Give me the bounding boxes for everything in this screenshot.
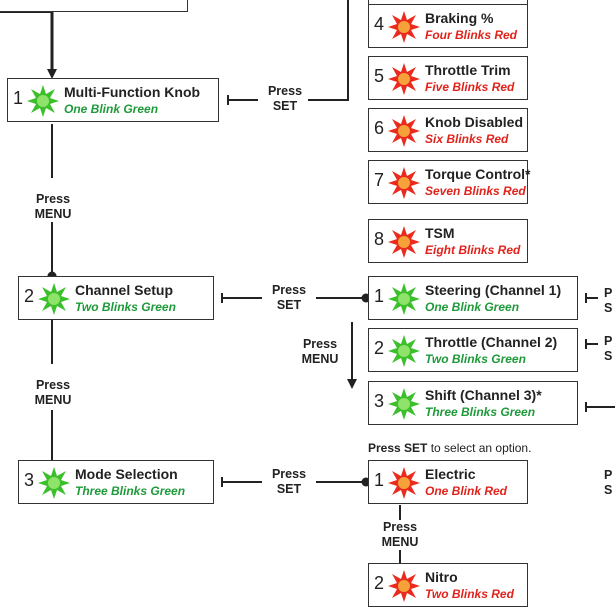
red-led-icon [388, 11, 420, 43]
item-blinks: Three Blinks Green [425, 405, 536, 419]
red-led-icon [388, 570, 420, 602]
item-title: Throttle (Channel 2) [425, 334, 558, 350]
main-menu-item-2: 2 Channel Setup Two Blinks Green [18, 276, 214, 320]
item-number: 6 [374, 118, 385, 138]
green-led-icon [388, 335, 420, 367]
item-title: Nitro [425, 569, 458, 585]
item-blinks: Four Blinks Red [425, 28, 518, 42]
item-title: Torque Control* [425, 166, 531, 182]
item-blinks: Two Blinks Green [425, 352, 526, 366]
red-led-icon [388, 167, 420, 199]
main-menu-item-1: 1 Multi-Function Knob One Blink Green [7, 78, 219, 122]
item-blinks: Three Blinks Green [75, 484, 186, 498]
note-bold: Press SET [368, 441, 428, 455]
green-led-icon [27, 85, 59, 117]
item-blinks: Six Blinks Red [425, 132, 509, 146]
item-blinks: One Blink Green [425, 300, 520, 314]
knob-option-5: 5 Throttle Trim Five Blinks Red [368, 56, 528, 100]
mode-option-1: 1 Electric One Blink Red [368, 460, 528, 504]
green-led-icon [38, 283, 70, 315]
red-led-icon [388, 226, 420, 258]
red-led-icon [388, 63, 420, 95]
item-title: Steering (Channel 1) [425, 282, 562, 298]
item-blinks: Two Blinks Red [425, 587, 514, 601]
item-number: 7 [374, 170, 385, 190]
item-blinks: Seven Blinks Red [425, 184, 526, 198]
green-led-icon [388, 283, 420, 315]
item-number: 2 [24, 286, 35, 306]
item-title: Mode Selection [75, 466, 178, 482]
item-blinks: Five Blinks Red [425, 80, 515, 94]
item-number: 5 [374, 66, 385, 86]
item-blinks: One Blink Red [425, 484, 508, 498]
item-title: TSM [425, 225, 455, 241]
item-title: Knob Disabled [425, 114, 524, 130]
knob-set-return [308, 0, 349, 101]
channel-option-3: 3 Shift (Channel 3)* Three Blinks Green [368, 381, 578, 425]
channel-option-1: 1 Steering (Channel 1) One Blink Green [368, 276, 578, 320]
item-title: Shift (Channel 3)* [425, 387, 542, 403]
item-number: 3 [374, 391, 385, 411]
item-title: Multi-Function Knob [64, 84, 201, 100]
item-number: 2 [374, 338, 385, 358]
channel-option-2: 2 Throttle (Channel 2) Two Blinks Green [368, 328, 578, 372]
red-led-icon [388, 115, 420, 147]
mode-option-2: 2 Nitro Two Blinks Red [368, 563, 528, 607]
item-title: Electric [425, 466, 476, 482]
select-option-note: Press SET to select an option. [368, 441, 531, 456]
green-led-icon [38, 467, 70, 499]
knob-option-7: 7 Torque Control* Seven Blinks Red [368, 160, 531, 204]
item-blinks: Two Blinks Green [75, 300, 176, 314]
item-number: 2 [374, 573, 385, 593]
note-rest: to select an option. [427, 441, 532, 455]
knob-option-6: 6 Knob Disabled Six Blinks Red [368, 108, 528, 152]
top-left-bracket [0, 11, 53, 62]
item-number: 1 [13, 88, 24, 108]
item-number: 1 [374, 286, 385, 306]
item-blinks: Eight Blinks Red [425, 243, 521, 257]
item-title: Channel Setup [75, 282, 174, 298]
green-led-icon [388, 388, 420, 420]
item-number: 1 [374, 470, 385, 490]
item-title: Braking % [425, 10, 494, 26]
item-number: 8 [374, 229, 385, 249]
item-blinks: One Blink Green [64, 102, 159, 116]
red-led-icon [388, 467, 420, 499]
item-number: 3 [24, 470, 35, 490]
top-option-box [0, 0, 188, 12]
main-menu-item-3: 3 Mode Selection Three Blinks Green [18, 460, 214, 504]
item-title: Throttle Trim [425, 62, 511, 78]
knob-option-4: 4 Braking % Four Blinks Red [368, 4, 528, 48]
item-number: 4 [374, 14, 385, 34]
knob-option-8: 8 TSM Eight Blinks Red [368, 219, 528, 263]
